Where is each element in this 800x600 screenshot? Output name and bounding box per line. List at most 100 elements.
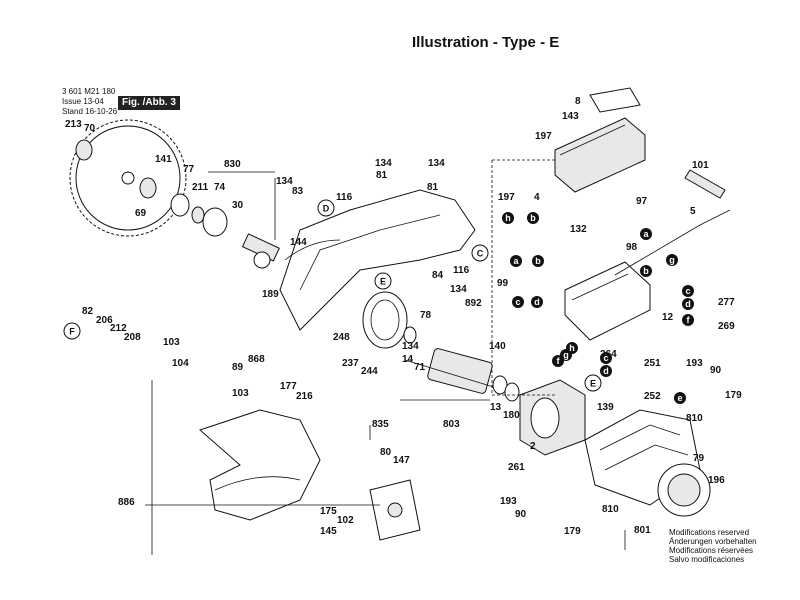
wiring-marker-b: b	[640, 265, 652, 277]
stand-row: Stand 16-10-26	[62, 107, 117, 117]
part-callout-193: 193	[500, 496, 517, 507]
svg-text:f: f	[687, 315, 691, 325]
part-callout-189: 189	[262, 289, 279, 300]
part-callout-145: 145	[320, 526, 337, 537]
part-callout-14: 14	[402, 354, 414, 365]
part-callout-252: 252	[644, 391, 661, 402]
flange-parts	[75, 139, 228, 237]
saw-blade-part	[69, 119, 187, 237]
wiring-marker-h: h	[566, 342, 578, 354]
part-callout-90: 90	[515, 509, 527, 520]
svg-text:E: E	[380, 277, 386, 287]
part-callout-206: 206	[96, 315, 113, 326]
part-callout-216: 216	[296, 391, 313, 402]
part-callout-277: 277	[718, 297, 735, 308]
part-callout-69: 69	[135, 208, 147, 219]
svg-text:F: F	[69, 327, 75, 337]
svg-text:c: c	[685, 286, 690, 296]
svg-text:C: C	[477, 249, 484, 259]
svg-text:d: d	[534, 297, 540, 307]
electronics-cover-part	[554, 87, 646, 193]
part-callout-197: 197	[535, 131, 552, 142]
svg-text:b: b	[535, 256, 541, 266]
svg-text:g: g	[563, 350, 569, 360]
svg-text:b: b	[530, 213, 536, 223]
notice-line-fr: Modifications réservées	[669, 546, 754, 555]
part-callout-97: 97	[636, 196, 648, 207]
pivot-plate-part	[369, 479, 421, 541]
svg-text:f: f	[557, 356, 561, 366]
svg-text:e: e	[677, 393, 682, 403]
wiring-marker-h: h	[502, 212, 514, 224]
part-callout-868: 868	[248, 354, 265, 365]
part-callout-134: 134	[402, 341, 419, 352]
armature-part	[404, 348, 520, 402]
svg-text:D: D	[323, 204, 330, 214]
upper-guard-housing	[279, 189, 476, 331]
svg-text:c: c	[515, 297, 520, 307]
part-callout-835: 835	[372, 419, 389, 430]
wiring-marker-g: g	[666, 254, 678, 266]
part-callout-84: 84	[432, 270, 444, 281]
part-callout-810: 810	[602, 504, 619, 515]
part-callout-99: 99	[497, 278, 509, 289]
part-callout-134: 134	[276, 176, 293, 187]
section-marker-layer: D E C F E	[63, 199, 602, 392]
section-marker-e: E	[584, 374, 602, 392]
part-callout-102: 102	[337, 515, 354, 526]
part-callout-8: 8	[575, 96, 581, 107]
wiring-marker-c: c	[682, 285, 694, 297]
part-callout-803: 803	[443, 419, 460, 430]
part-callout-134: 134	[428, 158, 445, 169]
part-callout-196: 196	[708, 475, 725, 486]
assembly-grouping-lines	[145, 159, 626, 555]
part-callout-801: 801	[634, 525, 651, 536]
wiring-marker-b: b	[527, 212, 539, 224]
stator-part	[519, 379, 586, 456]
part-callout-13: 13	[490, 402, 502, 413]
part-callout-30: 30	[232, 200, 244, 211]
part-callout-71: 71	[414, 362, 426, 373]
stand-value: 16-10-26	[85, 107, 118, 116]
electronics-base-part	[564, 261, 651, 341]
part-callout-70: 70	[84, 123, 96, 134]
part-callout-80: 80	[380, 447, 392, 458]
part-callout-143: 143	[562, 111, 579, 122]
wiring-marker-d: d	[531, 296, 543, 308]
part-callout-177: 177	[280, 381, 297, 392]
wiring-marker-d: d	[600, 365, 612, 377]
motor-ring-part	[362, 291, 417, 349]
wiring-marker-d: d	[682, 298, 694, 310]
svg-text:h: h	[505, 213, 511, 223]
part-callout-74: 74	[214, 182, 226, 193]
part-callout-134: 134	[450, 284, 467, 295]
svg-text:d: d	[603, 366, 609, 376]
svg-text:b: b	[643, 266, 649, 276]
power-cord-part	[614, 169, 731, 276]
part-callout-78: 78	[420, 310, 432, 321]
part-callout-886: 886	[118, 497, 135, 508]
part-callout-79: 79	[693, 453, 705, 464]
wiring-marker-a: a	[640, 228, 652, 240]
part-callout-89: 89	[232, 362, 244, 373]
wiring-marker-a: a	[510, 255, 522, 267]
part-callout-5: 5	[690, 206, 696, 217]
part-callout-134: 134	[375, 158, 392, 169]
part-callout-251: 251	[644, 358, 661, 369]
section-marker-e: E	[374, 272, 392, 290]
part-callout-77: 77	[183, 164, 195, 175]
part-code: 3 601 M21 180	[62, 87, 116, 96]
part-callout-141: 141	[155, 154, 172, 165]
wiring-marker-e: e	[674, 392, 686, 404]
issue-value: 13-04	[83, 97, 104, 106]
part-callout-12: 12	[662, 312, 674, 323]
section-marker-d: D	[317, 199, 335, 217]
svg-text:h: h	[569, 343, 575, 353]
part-callout-139: 139	[597, 402, 614, 413]
section-marker-c: C	[471, 244, 489, 262]
part-callout-140: 140	[489, 341, 506, 352]
part-callout-179: 179	[564, 526, 581, 537]
